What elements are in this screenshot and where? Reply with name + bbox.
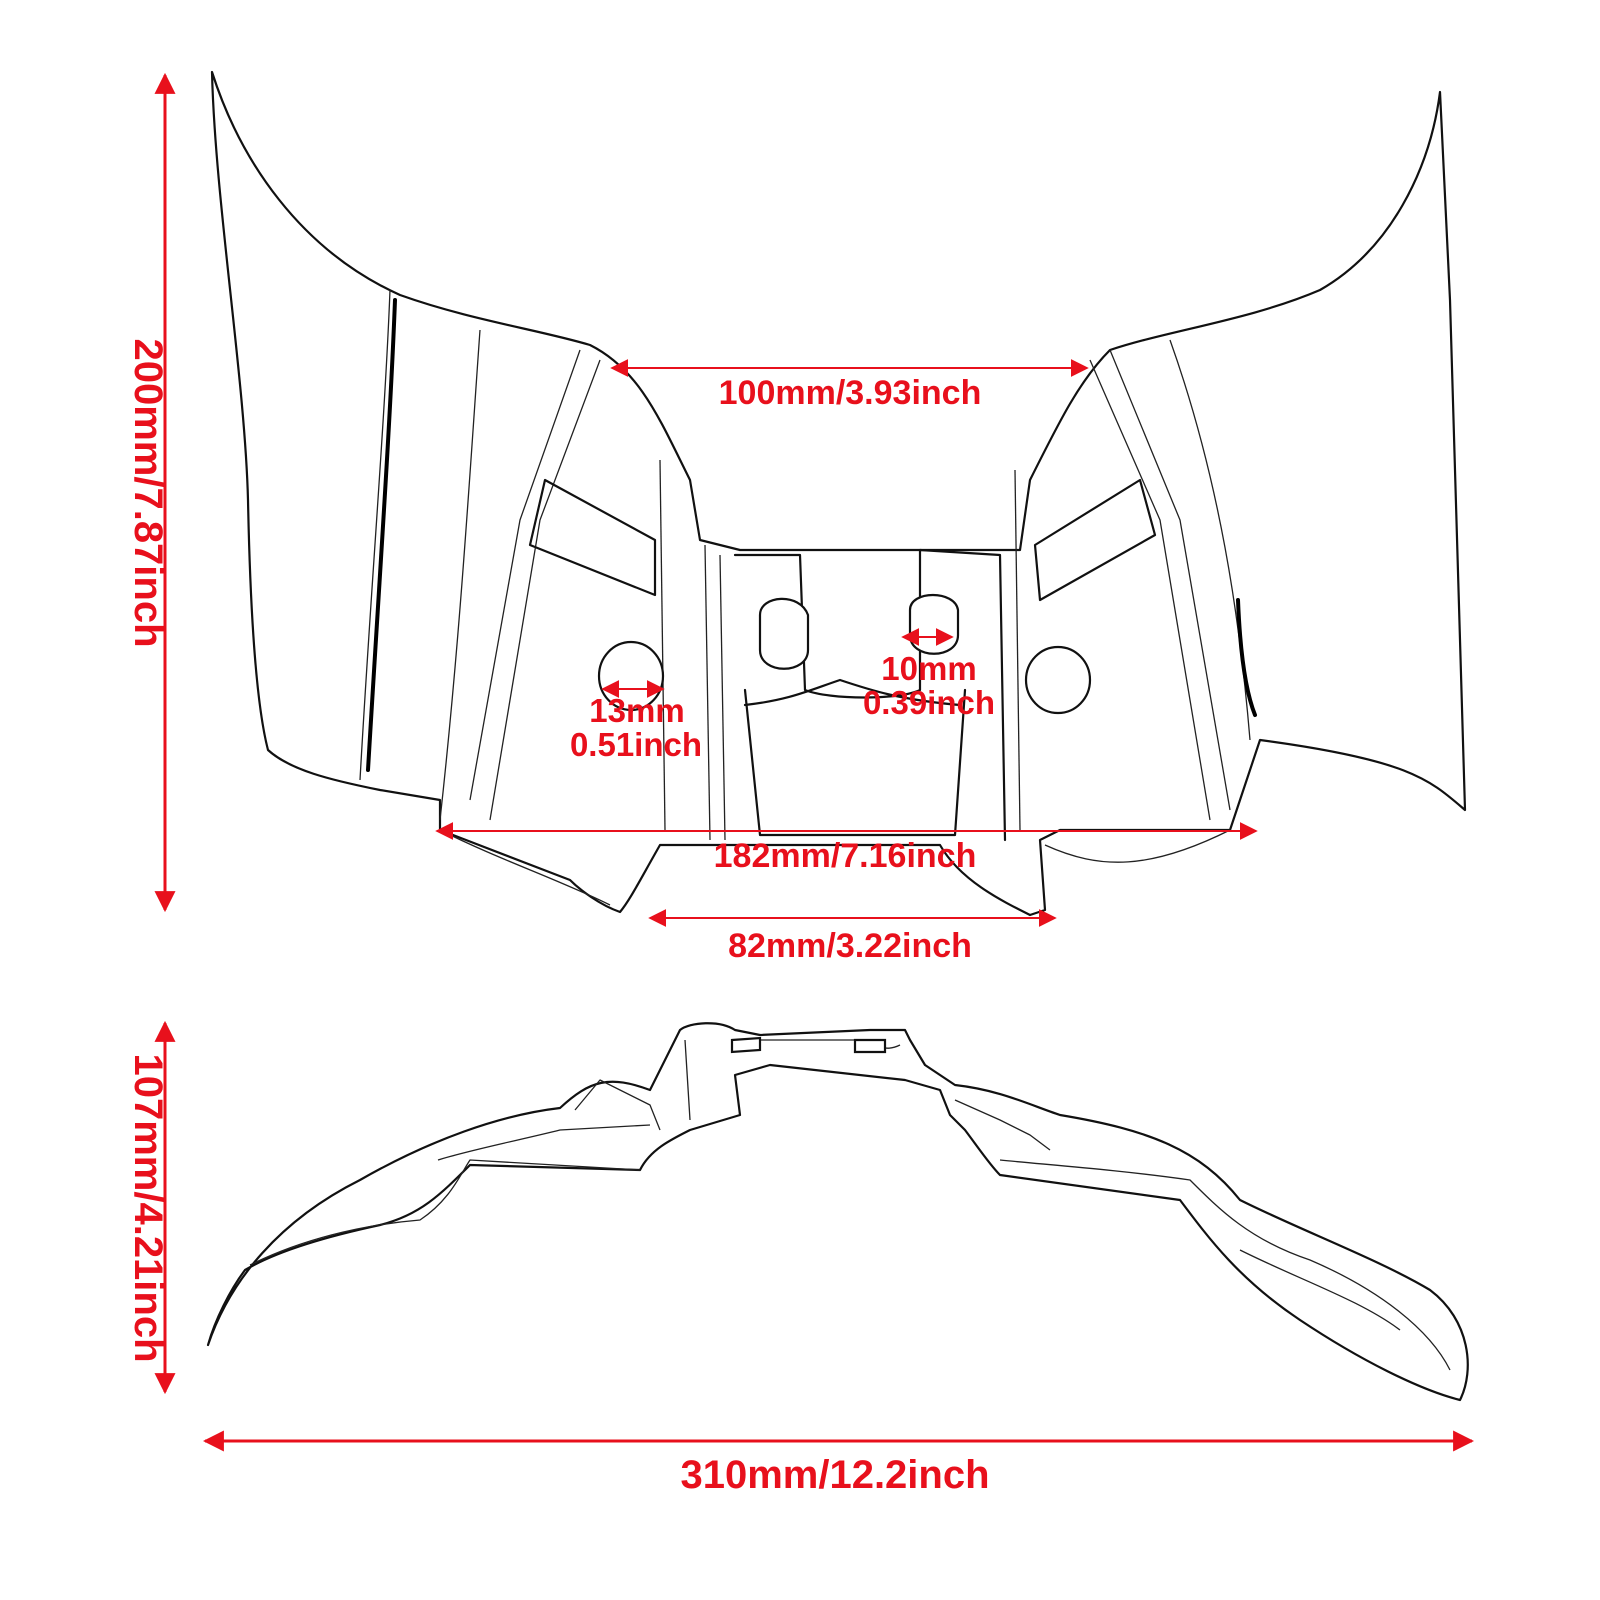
bottom-gap-label: 82mm/3.22inch	[728, 927, 972, 965]
side-slot-right	[853, 1038, 887, 1054]
side-view-height-label: 107mm/4.21inch	[126, 1053, 170, 1362]
hole-left-mm-label: 13mm	[589, 692, 684, 729]
top-gap-label: 100mm/3.93inch	[719, 374, 982, 412]
hole-right-inch-label: 0.39inch	[863, 684, 995, 721]
mount-hole-right	[1024, 645, 1092, 715]
side-slot-left	[730, 1036, 762, 1054]
top-view-width-label: 182mm/7.16inch	[714, 837, 977, 875]
side-view-part-drawing	[206, 1022, 1469, 1402]
side-view-width-label: 310mm/12.2inch	[680, 1453, 989, 1497]
hole-right-mm-label: 10mm	[881, 650, 976, 687]
top-view-part-drawing	[210, 70, 1467, 917]
hole-left-inch-label: 0.51inch	[570, 726, 702, 763]
top-view-height-label: 200mm/7.87inch	[126, 338, 170, 647]
mount-slot-center-left	[758, 597, 810, 670]
mount-slot-center-right	[908, 593, 960, 655]
